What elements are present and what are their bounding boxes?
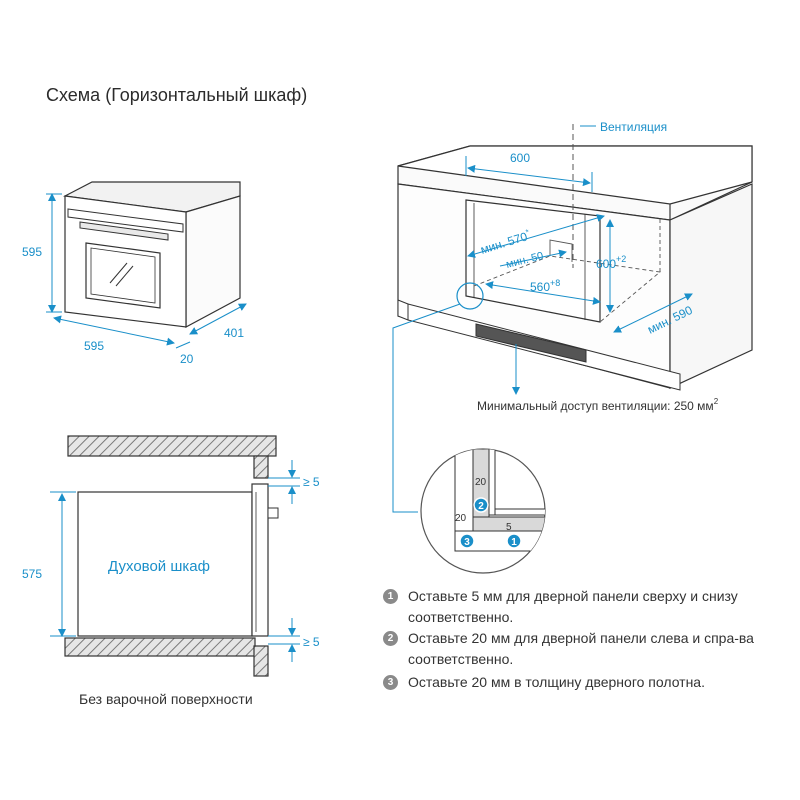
detail-marker-1-label: 1 [511,537,517,548]
oven-width-label: 595 [84,339,104,353]
detail-marker-2-label: 2 [478,501,484,512]
note-1-text: Оставьте 5 мм для дверной панели сверху … [408,588,738,625]
detail-dim-5: 5 [506,522,512,533]
detail-marker-3-icon [459,533,475,549]
oven-height-label: 595 [22,245,42,259]
note-2-number-icon: 2 [383,631,398,646]
detail-dim-20-top: 20 [475,477,487,488]
page-title: Схема (Горизонтальный шкаф) [46,85,308,105]
note-1: 1 Оставьте 5 мм для дверной панели сверх… [383,586,763,628]
gap-top-label: ≥ 5 [303,475,320,489]
note-3: 3 Оставьте 20 мм в толщину дверного поло… [383,672,763,694]
side-view-caption: Без варочной поверхности [79,691,253,707]
note-1-number-icon: 1 [383,589,398,604]
cabinet-width-label: 600 [510,151,530,165]
oven-front-view [63,181,241,329]
svg-text:Минимальный доступ вентиляции:: Минимальный доступ вентиляции: 250 мм2 [477,397,719,413]
vent-access-label: Минимальный доступ вентиляции: 250 мм [477,399,714,413]
detail-marker-1-icon [506,533,522,549]
cabinet-height-sup: +2 [616,254,626,264]
detail-marker-2-icon [473,497,489,513]
cabinet-3d-dimensions: Вентиляция 600 мин. 570* мин. 50 600+2 5… [392,120,719,513]
side-height-label: 575 [22,567,42,581]
side-view: Духовой шкаф [64,435,279,677]
svg-text:600+2: 600+2 [596,254,626,271]
oven-label: Духовой шкаф [108,558,210,575]
svg-text:560+8: 560+8 [530,278,560,294]
side-view-dimensions: 575 ≥ 5 ≥ 5 [22,460,320,662]
gap-bottom-label: ≥ 5 [303,635,320,649]
detail-marker-3-label: 3 [464,537,470,548]
min-570-mark: * [525,227,531,237]
ventilation-label: Вентиляция [600,120,667,134]
note-3-number-icon: 3 [383,675,398,690]
vent-access-sup: 2 [714,397,719,406]
note-3-text: Оставьте 20 мм в толщину дверного полотн… [408,674,705,690]
inner-width-label: 560 [530,280,550,294]
inner-width-sup: +8 [550,278,560,288]
oven-front-dimensions: 595 595 401 20 [22,193,247,366]
cabinet-height-label: 600 [596,257,616,271]
cabinet-3d-view [397,124,753,391]
oven-depth-label: 401 [224,326,244,340]
note-2-text: Оставьте 20 мм для дверной панели слева … [408,630,754,667]
oven-door-label: 20 [180,352,194,366]
note-2: 2 Оставьте 20 мм для дверной панели слев… [383,628,763,670]
corner-detail: 20 20 5 2 3 1 [420,448,546,574]
detail-dim-20-left: 20 [455,513,467,524]
